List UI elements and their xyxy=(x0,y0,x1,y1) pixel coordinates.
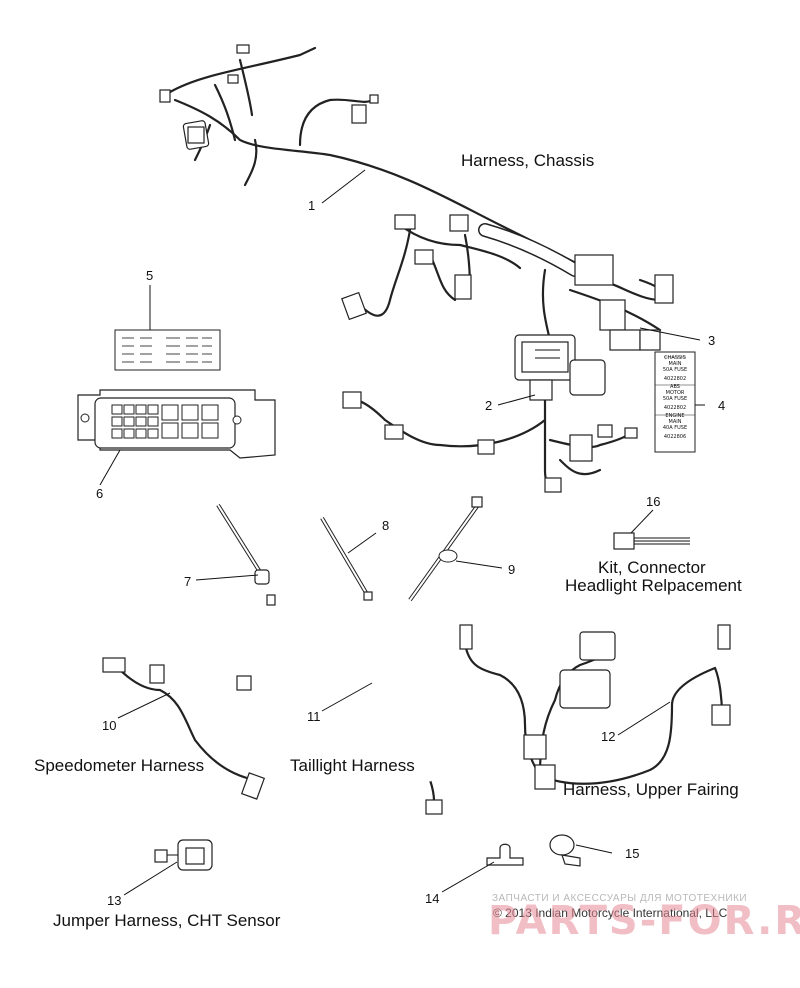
callout-1: 1 xyxy=(308,198,316,213)
callout-11: 11 xyxy=(307,709,321,724)
fuse-label-row1-c: 50A FUSE xyxy=(662,367,688,373)
fuse-label-row3-c: 40A FUSE xyxy=(662,425,688,431)
jumper-harness xyxy=(154,839,213,871)
relay-decal xyxy=(114,329,221,371)
caption-jumper-harness: Jumper Harness, CHT Sensor xyxy=(53,911,281,930)
caption-harness-chassis: Harness, Chassis xyxy=(461,151,595,170)
callout-12: 12 xyxy=(601,729,616,744)
fuse-label-row3-a: ENGINE xyxy=(665,413,685,419)
caption-kit-connector-line2: Headlight Relpacement xyxy=(565,576,742,595)
fuse-label-code2: 4022802 xyxy=(663,405,687,411)
callout-2: 2 xyxy=(485,398,493,413)
watermark-top-text: ЗАПЧАСТИ И АКСЕССУАРЫ ДЛЯ МОТОТЕХНИКИ xyxy=(492,893,748,904)
headlight-connector-kit xyxy=(613,532,690,550)
clamp-14 xyxy=(486,843,524,866)
fuse-label-row2-a: ABS xyxy=(670,384,680,390)
upper-fairing-harness xyxy=(459,624,731,790)
callout-15: 15 xyxy=(625,846,640,861)
watermark-brand: PARTS-FOR.RU xyxy=(488,898,800,944)
speedometer-harness xyxy=(102,657,266,800)
fuse-box xyxy=(77,389,276,459)
relay-box xyxy=(514,334,606,401)
fuse-label-row3-b: MAIN xyxy=(668,419,682,425)
callout-6: 6 xyxy=(96,486,104,501)
caption-taillight-harness: Taillight Harness xyxy=(290,756,415,775)
callout-4: 4 xyxy=(718,398,726,413)
cable-tie-8 xyxy=(320,516,373,601)
fuse-label-row1-b: MAIN xyxy=(668,361,682,367)
fuse-label xyxy=(654,351,696,453)
cable-tie-7 xyxy=(216,503,276,606)
caption-speedometer-harness: Speedometer Harness xyxy=(34,756,205,775)
callout-16: 16 xyxy=(646,494,661,509)
fuse-label-text: CHASSIS MAIN 50A FUSE 4022802 ABS MOTOR … xyxy=(655,355,695,440)
clip-15 xyxy=(549,834,581,867)
callout-14: 14 xyxy=(425,891,440,906)
leader-lines xyxy=(99,169,705,896)
callout-10: 10 xyxy=(102,718,117,733)
copyright-text: © 2013 Indian Motorcycle International, … xyxy=(493,906,728,920)
fuse-label-row2-b: MOTOR xyxy=(665,390,685,396)
cable-tie-9 xyxy=(408,496,483,602)
callout-5: 5 xyxy=(146,268,154,283)
callout-3: 3 xyxy=(708,333,716,348)
taillight-harness xyxy=(236,660,443,815)
callout-13: 13 xyxy=(107,893,122,908)
fuse-label-code1: 4022802 xyxy=(663,376,687,382)
caption-harness-upper-fairing: Harness, Upper Fairing xyxy=(563,780,739,799)
callout-7: 7 xyxy=(184,574,192,589)
fuse-label-code3: 4022806 xyxy=(663,434,687,440)
fuse-label-row1-a: CHASSIS xyxy=(664,355,686,361)
callout-8: 8 xyxy=(382,518,390,533)
fuse-label-row2-c: 50A FUSE xyxy=(662,396,688,402)
callout-9: 9 xyxy=(508,562,516,577)
caption-kit-connector-line1: Kit, Connector xyxy=(598,558,706,577)
